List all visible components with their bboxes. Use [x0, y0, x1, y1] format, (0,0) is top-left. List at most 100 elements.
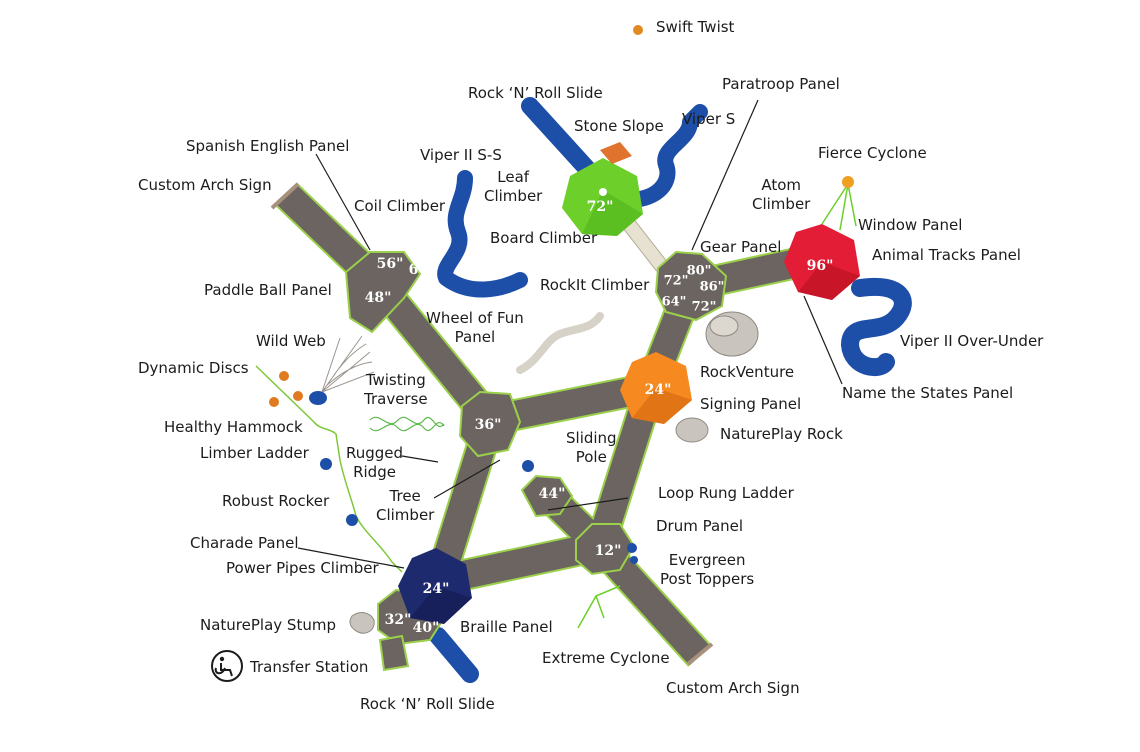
label-name-the-states-panel: Name the States Panel — [842, 384, 1014, 402]
deck-24-navy-label: 24" — [423, 581, 450, 597]
custom-arch-sign-top-bar — [270, 182, 300, 210]
blue-bits — [309, 391, 638, 564]
label-stone-slope: Stone Slope — [574, 117, 664, 135]
transfer-station-icon — [211, 650, 243, 682]
deck-96-label: 96" — [807, 258, 834, 274]
swift-twist-icon — [633, 25, 643, 35]
deck-72b-label: 72" — [692, 300, 717, 315]
label-sliding-pole: Sliding Pole — [566, 429, 617, 466]
rugged-ridge-coil — [369, 416, 445, 432]
label-rockventure: RockVenture — [700, 363, 795, 381]
label-rockit-climber: RockIt Climber — [540, 276, 650, 294]
natureplay-rock — [675, 417, 709, 443]
label-wild-web: Wild Web — [256, 332, 326, 350]
label-leaf-climber: Leaf Climber — [484, 168, 543, 205]
label-custom-arch-sign-bottom: Custom Arch Sign — [666, 679, 800, 697]
label-power-pipes-climber: Power Pipes Climber — [226, 559, 379, 577]
rock-n-roll-slide-top — [521, 97, 599, 181]
label-gear-panel: Gear Panel — [700, 238, 782, 256]
deck-80-label: 80" — [687, 264, 712, 279]
viper-ii-over-under-slide — [841, 277, 912, 377]
label-dynamic-discs: Dynamic Discs — [138, 359, 249, 377]
deck-72a-label: 72" — [664, 274, 689, 289]
rock-n-roll-slide-bottom — [429, 627, 479, 683]
label-viper-s: Viper S — [682, 110, 736, 128]
deck-48-label: 48" — [365, 290, 392, 306]
label-paddle-ball-panel: Paddle Ball Panel — [204, 281, 332, 299]
label-board-climber: Board Climber — [490, 229, 598, 247]
deck-36-hex — [458, 390, 522, 458]
label-loop-rung-ladder: Loop Rung Ladder — [658, 484, 794, 502]
label-coil-climber: Coil Climber — [354, 197, 446, 215]
viper-s-slide — [620, 104, 708, 208]
deck-36-label: 36" — [475, 417, 502, 433]
deck-64-left-label: 64" — [409, 262, 436, 278]
transfer-station-step — [378, 634, 410, 672]
red-roof-shade — [798, 262, 860, 300]
deck-12-label: 12" — [595, 543, 622, 559]
label-natureplay-stump: NaturePlay Stump — [200, 616, 336, 634]
deck-86-label: 86" — [700, 280, 725, 295]
stone-slope — [600, 142, 632, 164]
label-window-panel: Window Panel — [858, 216, 963, 234]
label-rock-n-roll-slide-top: Rock ‘N’ Roll Slide — [468, 84, 603, 102]
label-extreme-cyclone: Extreme Cyclone — [542, 649, 670, 667]
deck-72-green-label: 72" — [587, 199, 614, 215]
label-paratroop-panel: Paratroop Panel — [722, 75, 840, 93]
deck-44-hex — [520, 474, 574, 518]
label-robust-rocker: Robust Rocker — [222, 492, 330, 510]
viper-ii-s-s-slide — [437, 170, 528, 298]
label-braille-panel: Braille Panel — [460, 618, 553, 636]
navy-roof-shade — [410, 586, 472, 624]
label-healthy-hammock: Healthy Hammock — [164, 418, 303, 436]
label-evergreen-post-toppers: Evergreen Post Toppers — [660, 551, 755, 588]
roofs — [398, 142, 860, 624]
label-swift-twist: Swift Twist — [656, 18, 735, 36]
label-custom-arch-sign-top: Custom Arch Sign — [138, 176, 272, 194]
label-tree-climber: Tree Climber — [376, 487, 435, 524]
label-viper-ii-s-s: Viper II S-S — [420, 146, 502, 164]
label-wheel-of-fun-panel: Wheel of Fun Panel — [426, 309, 524, 346]
label-viper-ii-over-under: Viper II Over-Under — [900, 332, 1044, 350]
orange-roof-shade — [632, 388, 692, 424]
label-natureplay-rock: NaturePlay Rock — [720, 425, 843, 443]
deck-44-label: 44" — [539, 486, 566, 502]
rockit-climber-shape — [516, 312, 604, 374]
label-limber-ladder: Limber Ladder — [200, 444, 309, 462]
deck-72-cluster — [654, 250, 728, 322]
deck-48-hex — [344, 251, 422, 334]
extreme-cyclone-lines — [577, 585, 621, 629]
leader-lines — [297, 99, 843, 569]
label-spanish-english-panel: Spanish English Panel — [186, 137, 350, 155]
fierce-cyclone-lines — [821, 183, 857, 231]
deck-32-label: 32" — [385, 612, 412, 628]
deck-64-right-label: 64" — [662, 295, 687, 310]
slides — [429, 97, 912, 683]
label-atom-climber: Atom Climber — [752, 176, 811, 213]
deck-24-orange-label: 24" — [645, 382, 672, 398]
decks — [344, 250, 728, 672]
dynamic-discs — [269, 371, 303, 407]
deck-12-hex — [575, 523, 636, 576]
deck-40-label: 40" — [413, 620, 440, 636]
green-roof-shade — [582, 190, 643, 236]
label-twisting-traverse: Twisting Traverse — [364, 371, 428, 408]
label-drum-panel: Drum Panel — [656, 517, 744, 535]
accessories — [211, 25, 857, 682]
label-rock-n-roll-slide-bottom: Rock ‘N’ Roll Slide — [360, 695, 495, 713]
label-charade-panel: Charade Panel — [190, 534, 299, 552]
rockventure-rocks — [705, 311, 759, 357]
label-fierce-cyclone: Fierce Cyclone — [818, 144, 927, 162]
label-signing-panel: Signing Panel — [700, 395, 802, 413]
label-animal-tracks-panel: Animal Tracks Panel — [872, 246, 1021, 264]
natureplay-stump — [349, 612, 375, 634]
green-roof-cap — [599, 188, 607, 196]
custom-arch-sign-bottom-bar — [686, 642, 714, 666]
limber-ladder-line — [255, 365, 403, 573]
label-transfer-station: Transfer Station — [250, 658, 369, 676]
fierce-cyclone-knob — [842, 176, 854, 188]
wild-web-net — [321, 335, 375, 393]
deck-heights: 72" 56" 64" 48" 80" 72" 86" 64" 72" 96" … — [365, 199, 834, 636]
